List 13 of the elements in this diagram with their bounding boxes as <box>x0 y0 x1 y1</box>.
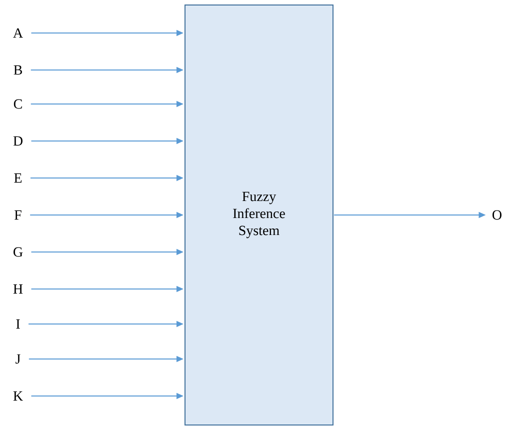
input-label: J <box>16 354 20 364</box>
input-label: C <box>14 99 22 109</box>
input-label: K <box>13 391 23 401</box>
input-label: D <box>13 136 22 146</box>
input-label: A <box>13 28 23 38</box>
input-label: E <box>14 173 22 183</box>
input-label: G <box>14 247 23 257</box>
input-label: H <box>13 284 23 294</box>
input-label: I <box>16 319 20 329</box>
output-label: O <box>492 210 502 220</box>
input-label: F <box>14 210 22 220</box>
process-box: Fuzzy Inference System <box>184 4 334 426</box>
input-label: B <box>14 65 22 75</box>
